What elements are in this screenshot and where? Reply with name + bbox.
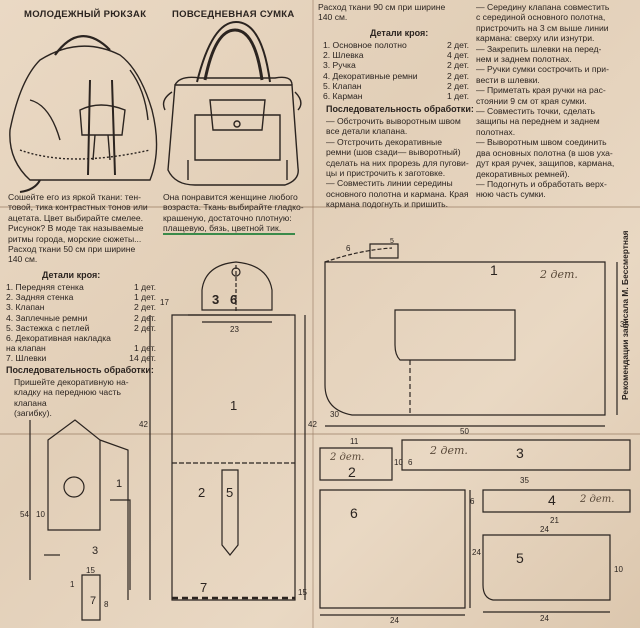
dimension: 11 [350, 437, 359, 446]
dimension: 8 [104, 600, 109, 609]
backpack-heading: МОЛОДЕЖНЫЙ РЮКЗАК [24, 9, 147, 20]
paper-fold [312, 0, 314, 628]
bag-intro: Она понравится женщине любого возраста. … [163, 192, 304, 234]
backpack-illustration [9, 35, 158, 193]
pattern-small-parts [29, 419, 131, 621]
dimension: 10 [36, 510, 45, 519]
bag-illustration [162, 20, 302, 186]
part-label: 3 [212, 292, 220, 307]
handwritten-note: 2 дет. [330, 452, 365, 463]
part-label: 2 [348, 464, 356, 480]
part-label: 5 [226, 485, 234, 500]
list-item: 6. Декоративная накладка [6, 333, 111, 344]
dimension: 24 [390, 616, 399, 625]
part-label: 6 [230, 292, 238, 307]
credit: Рекомендации записала М. Бессмертная [620, 230, 630, 401]
dimension: 5 [390, 238, 394, 245]
dimension: 30 [330, 410, 339, 419]
dimension: 23 [230, 325, 239, 334]
pattern-flap-3-6 [188, 261, 290, 323]
dimension: 24 [540, 614, 549, 623]
part-label: 4 [548, 492, 556, 508]
pattern-bag-main-1 [324, 243, 618, 427]
dimension: 35 [520, 476, 529, 485]
dimension: 6 [408, 458, 413, 467]
part-label: 2 [198, 485, 206, 500]
handwritten-note: 2 дет. [580, 494, 615, 505]
part-label: 1 [116, 478, 123, 490]
dimension: 6 [470, 497, 475, 506]
dimension: 42 [308, 420, 317, 429]
dimension: 24 [540, 525, 549, 534]
dimension: 10 [614, 565, 623, 574]
backpack-sequence-text: Пришейте декоративную на- кладку на пере… [14, 377, 129, 419]
handwritten-note: 2 дет. [430, 444, 468, 457]
bag-fabric: Расход ткани 90 см при ширине 140 см. [318, 2, 446, 23]
handwritten-note: 2 дет. [540, 268, 578, 281]
dimension: 54 [20, 510, 29, 519]
part-label: 7 [200, 580, 208, 595]
dimension: 17 [160, 298, 169, 307]
dimension: 15 [298, 588, 307, 597]
dimension: 35 [620, 320, 629, 329]
backpack-sequence-title: Последовательность обработки: [6, 365, 154, 375]
dimension: 1 [70, 580, 75, 589]
bag-steps-right: — Середину клапана совместить с середино… [476, 2, 615, 200]
bag-heading: ПОВСЕДНЕВНАЯ СУМКА [172, 9, 295, 20]
part-label: 6 [350, 505, 358, 521]
part-label: 3 [92, 545, 99, 557]
dimension: 24 [472, 548, 481, 557]
dimension: 15 [86, 566, 95, 575]
dimension: 21 [550, 516, 559, 525]
part-label: 1 [230, 398, 238, 413]
bag-sequence-title: Последовательность обработки: [326, 104, 474, 114]
part-label: 3 [516, 445, 524, 461]
part-label: 7 [90, 595, 97, 607]
bag-sequence-text: — Обстрочить выворотным швом все детали … [326, 116, 469, 210]
paper-fold [0, 206, 640, 208]
bag-cut-title: Детали кроя: [370, 28, 429, 38]
part-label: 5 [516, 550, 524, 566]
pattern-panel-1-2 [149, 314, 306, 601]
dimension: 10 [394, 458, 403, 467]
dimension: 42 [139, 420, 148, 429]
dimension: 6 [346, 244, 351, 253]
paper-fold [0, 433, 640, 435]
backpack-intro: Сошейте его из яркой ткани: тен- товой, … [8, 192, 148, 265]
backpack-cut-title: Детали кроя: [42, 270, 101, 280]
part-label: 1 [490, 262, 498, 278]
pattern-bag-parts [319, 439, 631, 616]
dimension: 50 [460, 427, 469, 436]
underline [163, 233, 295, 235]
